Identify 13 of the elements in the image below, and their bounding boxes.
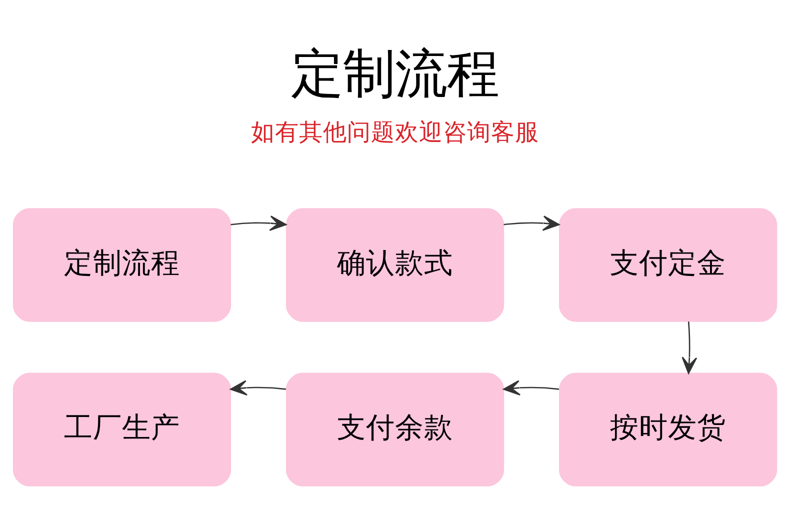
arrow (230, 380, 286, 396)
arrow (503, 380, 560, 396)
arrow (504, 216, 560, 231)
node-box: 定制流程 (12, 208, 232, 322)
node-box: 确认款式 (286, 208, 504, 322)
node-box: 按时发货 (558, 372, 778, 486)
diagram-title: 定制流程 (291, 44, 499, 104)
node-box: 支付余款 (286, 372, 504, 486)
node-box: 工厂生产 (12, 372, 232, 486)
arrow (230, 216, 287, 231)
arrow (682, 322, 698, 374)
node-box: 支付定金 (558, 208, 778, 322)
label: 如有其他问题欢迎咨询客服 (251, 118, 539, 146)
